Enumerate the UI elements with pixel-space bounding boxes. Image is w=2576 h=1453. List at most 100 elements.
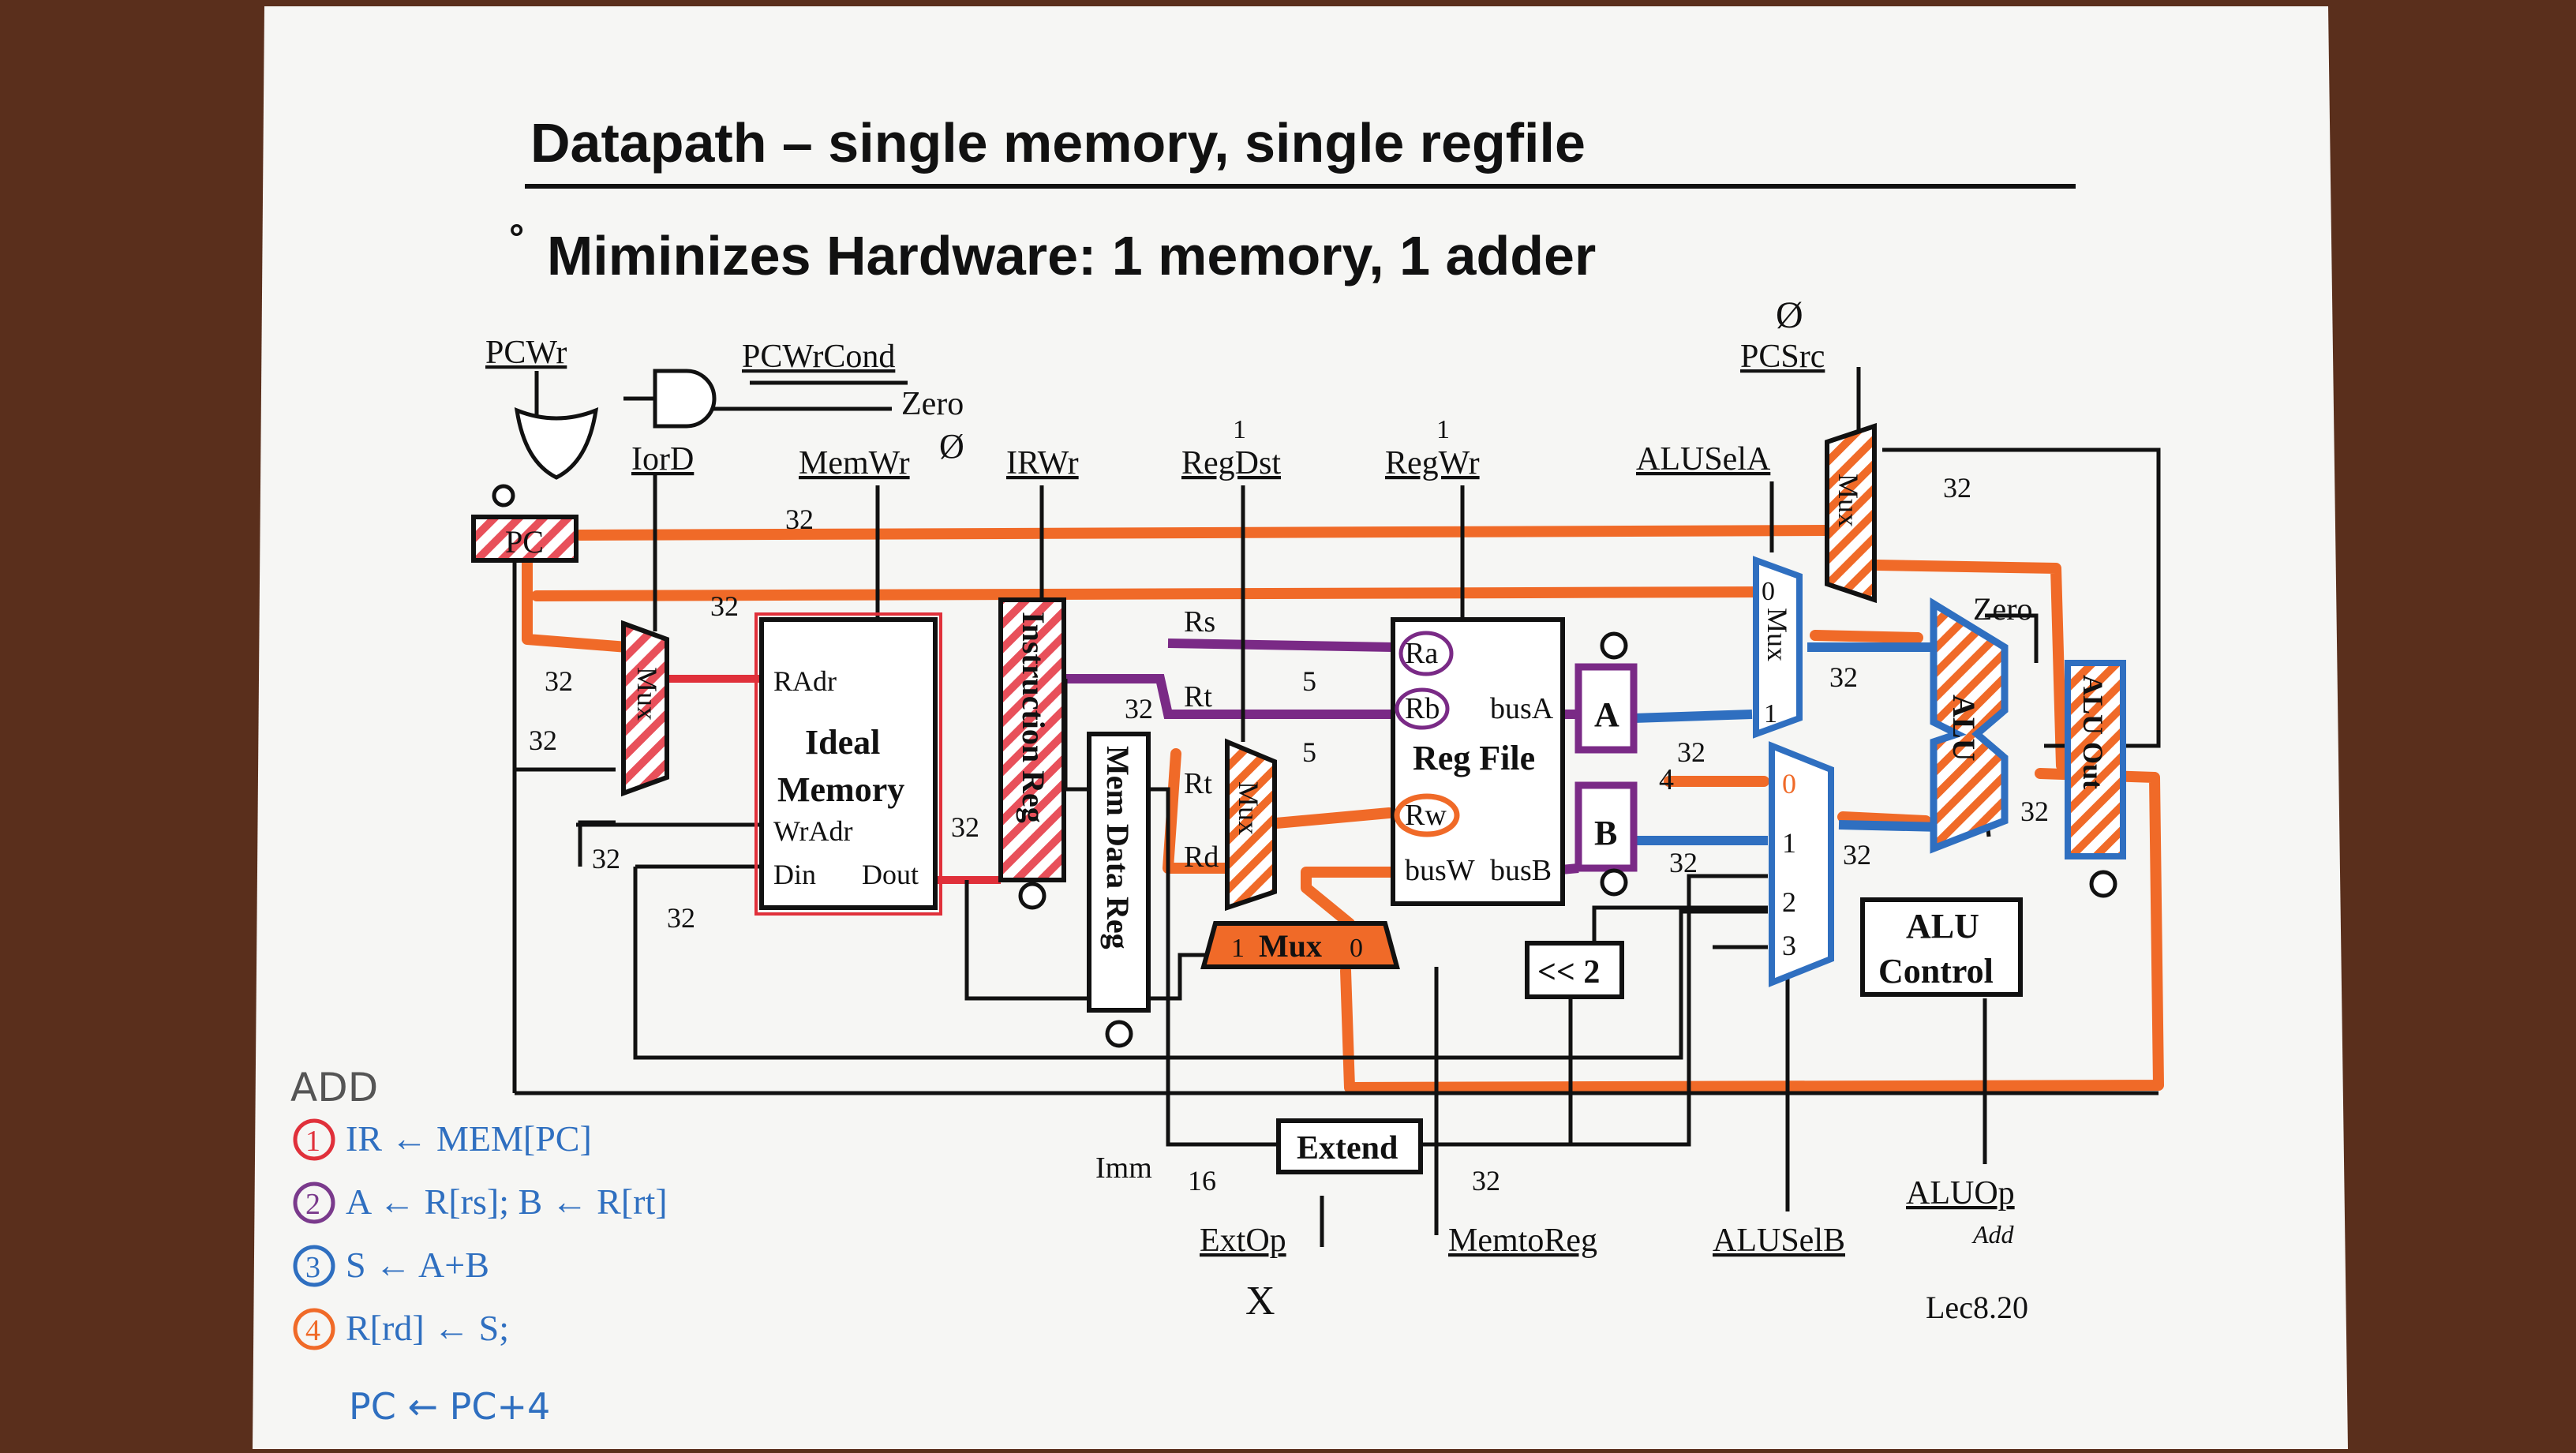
regdst-value: 1 [1233,415,1246,444]
aluop-value: Add [1971,1220,2015,1249]
memtoreg-mux [1200,921,1400,969]
zero-label: Zero [1973,591,2033,627]
muxB-to-alu [1838,820,1942,832]
rw-label: Rw [1405,799,1447,832]
and-gate [653,369,717,429]
wire-mdr-mux [1148,953,1215,1001]
step-text: IR ← MEM[PC] [346,1118,592,1159]
dout-label: Dout [862,859,919,890]
ir-enable-bubble [1018,882,1046,910]
mux-to-alu-orange [1810,630,1923,643]
step-number-circle [293,1181,335,1224]
rd-label: Rd [1184,841,1219,874]
memory-label-1: Ideal [805,723,880,762]
a-label: A [1594,695,1619,734]
irwr-label: IRWr [1006,445,1079,481]
memtoreg-mux-in-1: 1 [1231,934,1245,963]
bullet-text: Miminizes Hardware: 1 memory, 1 adder [547,225,1596,286]
w-pc-top: 32 [785,504,814,535]
slide-footer: Lec8.20 [1926,1290,2028,1325]
alu-label: ALU [1946,695,1982,761]
regdst-mux [1225,738,1277,912]
pc-label: PC [505,524,544,560]
bus-width-labels: 32 32 32 32 32 32 32 32 5 5 32 32 32 32 … [529,472,2049,1196]
radr-label: RAdr [773,665,837,697]
extend-label: Extend [1297,1130,1398,1167]
iord-mux [621,620,669,797]
alusela-in-1: 1 [1764,699,1777,728]
regwr-label: RegWr [1385,445,1480,481]
aluout-label: ALU Out [2077,675,2109,789]
register-file [1391,617,1565,906]
imm-label: Imm [1095,1152,1152,1185]
alu-control-label-2: Control [1878,952,1994,991]
w-left: 32 [529,725,557,756]
muxb-to-alu-orange [1837,811,1931,826]
regdst-label: RegDst [1181,445,1281,481]
w-busA: 32 [1677,736,1705,768]
aluselb-in-2: 2 [1782,886,1796,918]
blue-paths [1633,642,1942,845]
four-label: 4 [1659,763,1674,796]
w-pcsrc: 32 [1943,472,1971,504]
field-labels: Rs Rt Rt Rd Imm 4 [1095,605,1674,1185]
aluselb-label: ALUSelB [1713,1223,1845,1259]
extop-value: X [1245,1279,1275,1324]
w-muxA: 32 [1829,661,1858,693]
pcsrc-label: PCSrc [1740,339,1825,375]
w-imm: 16 [1188,1165,1216,1196]
mem-data-reg-label: Mem Data Reg [1100,746,1136,949]
iord-mux-label: Mux [631,667,663,721]
rt-path [1065,674,1397,719]
a-enable-bubble [1600,631,1628,660]
iord-label: IorD [631,441,694,477]
aluout-register [2065,660,2126,859]
wire-aluout-in [1985,613,2039,663]
bullet-mark: ° [509,218,524,260]
alusela-mux-label: Mux [1762,608,1793,661]
memtoreg-mux-in-0: 0 [1350,934,1363,963]
aluselb-in-0: 0 [1782,768,1796,800]
alu-control [1860,897,2023,997]
aluout-return-path [1825,559,2067,771]
step-number: 3 [305,1251,320,1284]
w-pc-mid: 32 [710,590,739,622]
rb-label: Rb [1405,692,1440,725]
w-ir: 32 [1125,693,1153,725]
rt-label: Rt [1184,680,1212,713]
ra-label: Ra [1405,637,1438,670]
mdr-enable-bubble [1105,1020,1133,1048]
wradr-label: WrAdr [773,815,853,847]
w-muxB: 32 [1843,839,1871,871]
busW-label: busW [1405,854,1475,887]
aluselb-mux [1769,741,1834,987]
memory-label-2: Memory [777,770,904,809]
rs-path [1167,638,1394,652]
pc-register [471,515,578,563]
regfile-label: Reg File [1413,739,1535,777]
b-enable-bubble [1600,868,1628,897]
memwr-value: Ø [939,427,964,466]
din-label: Din [773,859,816,890]
pc-enable-bubble [492,484,515,507]
rs-label: Rs [1184,605,1215,638]
wire-aluout-memin [578,820,616,867]
or-gate [514,407,599,480]
alusela-in-0: 0 [1762,577,1775,606]
step-number-circle [293,1308,335,1350]
extop-label: ExtOp [1200,1223,1286,1259]
step-number-circle [293,1118,335,1161]
step-text: A ← R[rs]; B ← R[rt] [346,1181,668,1222]
step-number: 1 [305,1125,320,1158]
regdst-mux-label: Mux [1233,781,1264,835]
w-memmux: 32 [545,665,573,697]
aluselb-in-3: 3 [1782,930,1796,961]
rt2-label: Rt [1184,767,1212,800]
pc-to-memmux-path [522,555,633,653]
pc-to-mux-path [531,586,1773,601]
regwr-value: 1 [1436,415,1450,444]
pcsrc-mux-label: Mux [1833,474,1864,527]
memtoreg-label: MemtoReg [1448,1223,1597,1259]
